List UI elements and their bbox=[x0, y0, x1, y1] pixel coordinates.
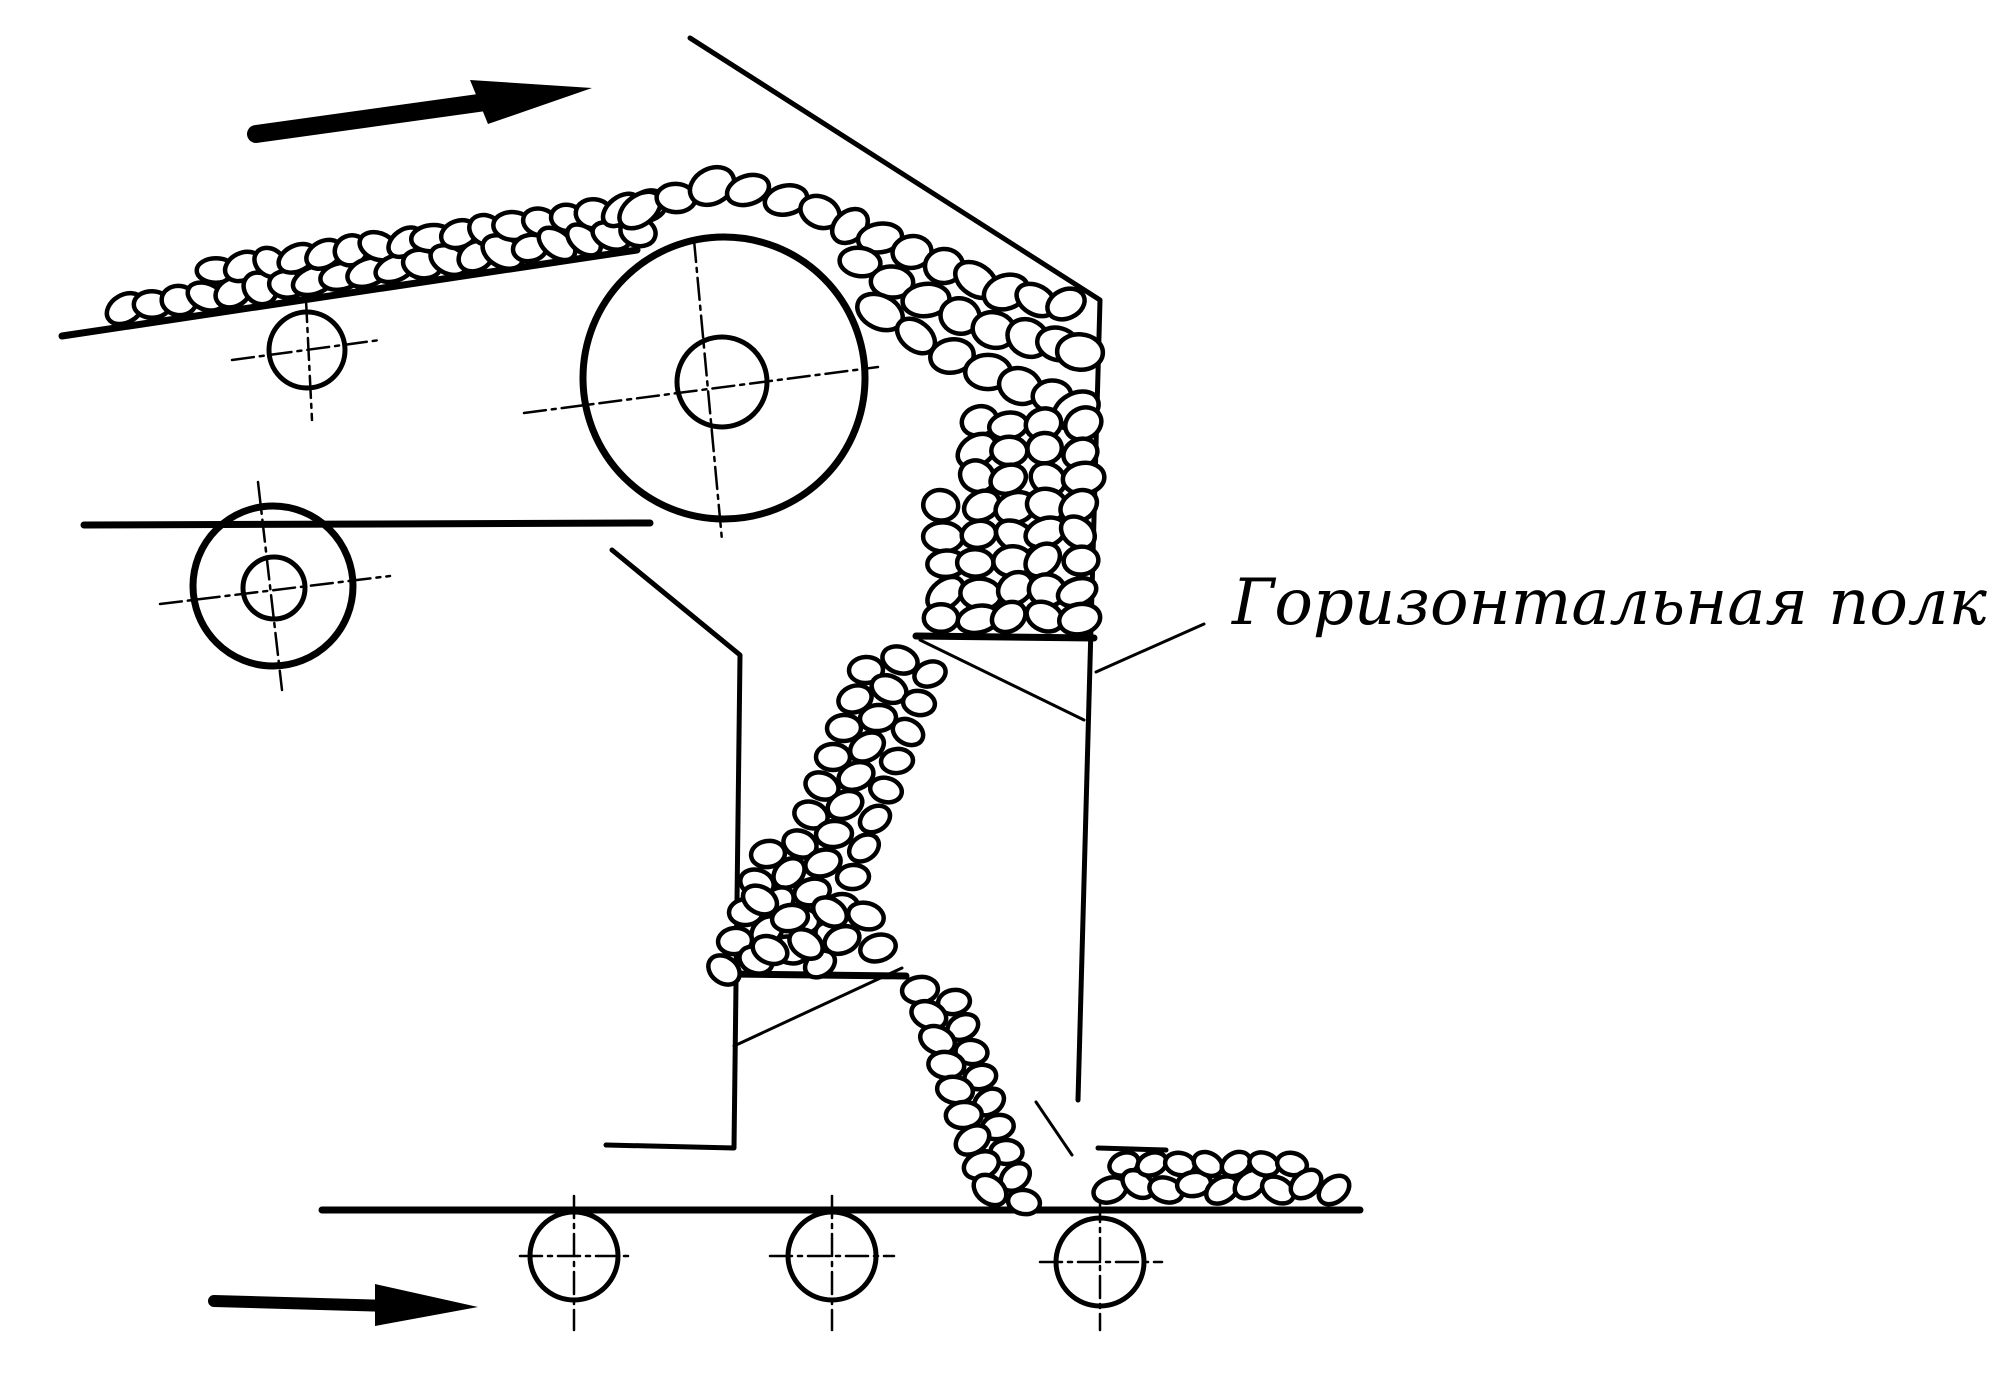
material-lump bbox=[769, 902, 811, 934]
lower-horizontal-shelf bbox=[730, 966, 910, 1048]
material-lump bbox=[878, 746, 916, 776]
material-lump bbox=[971, 1172, 1009, 1208]
material-lump bbox=[837, 245, 883, 279]
upper-belt-top bbox=[58, 246, 641, 340]
material-lump bbox=[1063, 405, 1104, 442]
skirt-board bbox=[1095, 1145, 1169, 1153]
material-lump bbox=[989, 599, 1028, 635]
material-lump bbox=[1288, 1167, 1324, 1201]
material-lump bbox=[928, 337, 976, 375]
upper-horizontal-shelf bbox=[912, 632, 1098, 722]
material-lump bbox=[900, 281, 952, 319]
material-lump bbox=[1274, 1150, 1310, 1178]
material-lump bbox=[921, 601, 961, 635]
material-lump bbox=[1061, 544, 1101, 577]
shelf-label: Горизонтальная полка bbox=[1231, 566, 1989, 640]
material-lump bbox=[813, 818, 855, 850]
chute-left-wall bbox=[603, 547, 743, 1151]
material-lump bbox=[989, 434, 1030, 468]
material-lump bbox=[771, 855, 807, 891]
chute-hood bbox=[687, 35, 1103, 1103]
lower-flow-arrow bbox=[208, 1284, 478, 1326]
material-lump bbox=[836, 683, 874, 715]
upper-flow-arrow bbox=[247, 80, 592, 143]
receiving-roller-2 bbox=[768, 1194, 896, 1332]
material-lump bbox=[1057, 601, 1103, 637]
upper-belt-return bbox=[80, 519, 654, 529]
material-lump bbox=[858, 932, 898, 964]
receiving-roller-3 bbox=[1038, 1198, 1164, 1332]
material-lump bbox=[1316, 1173, 1352, 1207]
material-lump bbox=[762, 183, 810, 217]
material-lump bbox=[748, 838, 788, 870]
material-lump bbox=[867, 775, 905, 805]
material-lump bbox=[1259, 1174, 1297, 1206]
material-lump bbox=[857, 803, 893, 835]
material-lump bbox=[750, 933, 790, 967]
material-lump bbox=[724, 172, 772, 208]
material-lump bbox=[995, 569, 1035, 607]
material-lump bbox=[1023, 541, 1063, 579]
material-lump bbox=[890, 233, 934, 271]
material-lump bbox=[920, 487, 961, 523]
material-lump bbox=[811, 895, 849, 929]
material-lump bbox=[824, 712, 864, 744]
material-lump bbox=[1054, 332, 1106, 372]
material-lump bbox=[912, 659, 948, 689]
material-lump bbox=[959, 518, 999, 551]
chute-guide-flap bbox=[1034, 1100, 1074, 1157]
material-lump bbox=[961, 488, 1002, 523]
material-lump bbox=[1045, 286, 1087, 322]
material-lump bbox=[900, 688, 938, 718]
material-lump bbox=[954, 546, 996, 579]
material-lump bbox=[1058, 514, 1098, 551]
material-lump bbox=[706, 953, 742, 987]
material-lump bbox=[813, 741, 853, 773]
material-lump bbox=[1025, 430, 1065, 466]
material-lump bbox=[846, 900, 886, 932]
material-lump bbox=[846, 832, 882, 864]
head-drum bbox=[522, 233, 880, 542]
bulk-material bbox=[104, 164, 1352, 1217]
return-roller bbox=[158, 480, 392, 692]
material-lump bbox=[917, 1023, 958, 1057]
material-lump bbox=[787, 927, 825, 961]
upper-idler-roller bbox=[230, 298, 382, 422]
receiving-roller-1 bbox=[518, 1194, 632, 1332]
material-lump bbox=[890, 716, 926, 748]
material-lump bbox=[834, 862, 872, 892]
shelf-callout: Горизонтальная полка bbox=[1094, 566, 1989, 674]
material-lump bbox=[740, 883, 780, 917]
receiving-conveyor bbox=[318, 1194, 1364, 1332]
material-lump bbox=[687, 164, 737, 208]
material-lump bbox=[855, 221, 905, 255]
material-lump bbox=[1005, 1187, 1043, 1217]
upper-conveyor bbox=[58, 246, 654, 529]
leader-line bbox=[1094, 622, 1206, 674]
material-lump bbox=[920, 520, 966, 554]
